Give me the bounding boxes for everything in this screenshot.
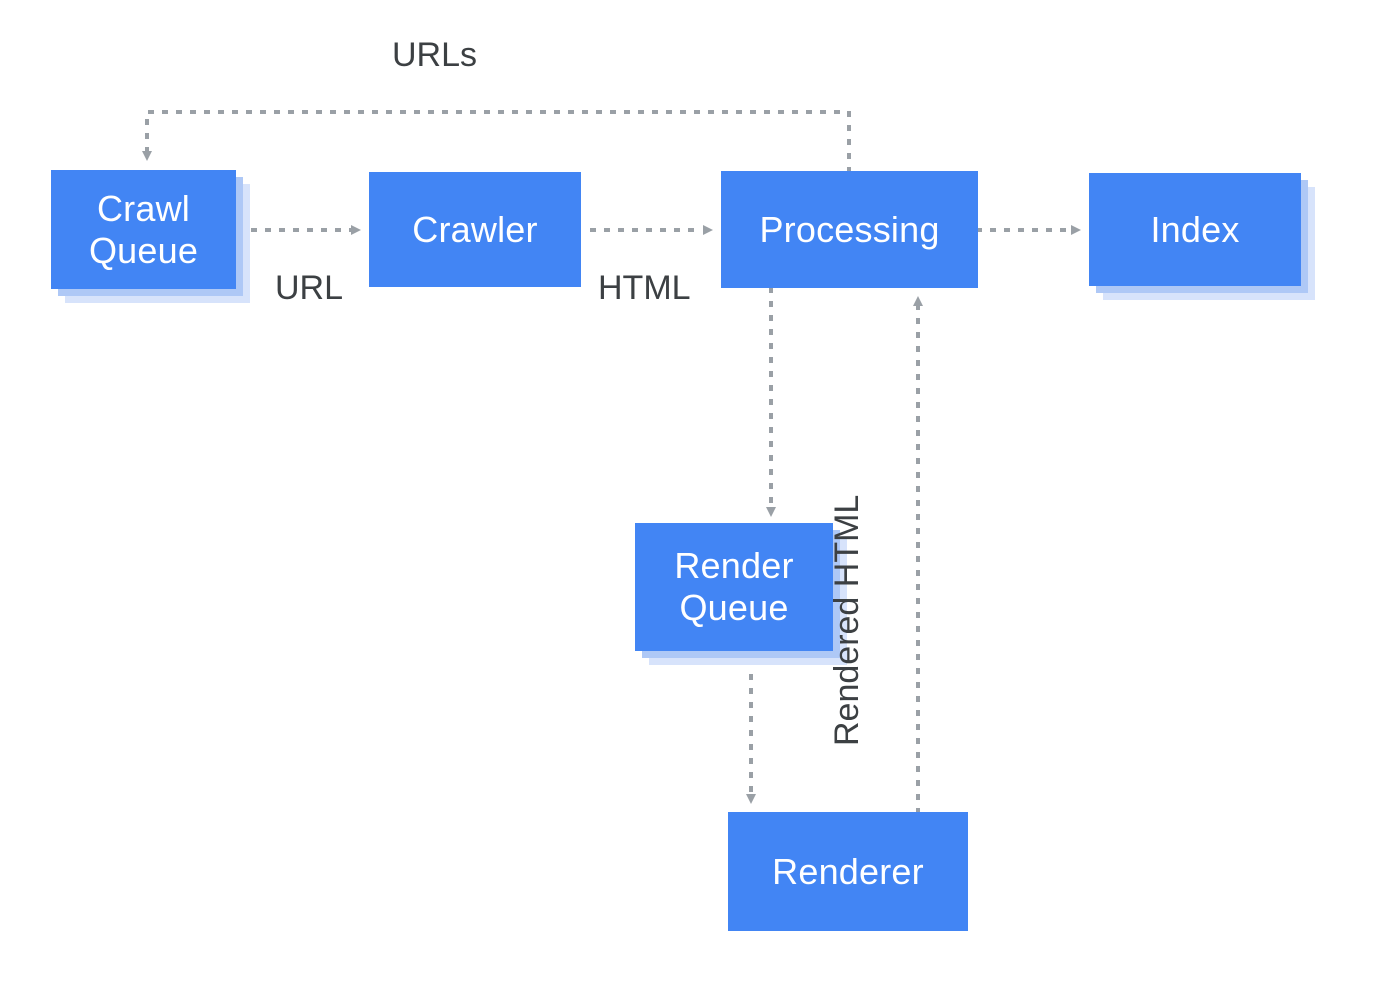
node-face: Render Queue	[635, 523, 833, 651]
node-renderer[interactable]: Renderer	[728, 812, 968, 931]
node-processing[interactable]: Processing	[721, 171, 978, 288]
connector-processing-to-crawl-queue	[142, 110, 851, 173]
edge-label-url: URL	[275, 269, 344, 307]
node-index[interactable]: Index	[1089, 173, 1315, 300]
node-label: Crawl Queue	[88, 187, 199, 271]
node-label: Index	[1150, 208, 1240, 250]
node-face: Crawl Queue	[51, 170, 236, 289]
node-label: Crawler	[412, 208, 538, 250]
edge-label-html: HTML	[598, 269, 691, 307]
node-face: Renderer	[728, 812, 968, 931]
node-label: Renderer	[772, 850, 924, 892]
node-crawler[interactable]: Crawler	[369, 172, 581, 287]
node-label: Processing	[759, 208, 940, 250]
node-label: Render Queue	[674, 545, 794, 628]
node-face: Processing	[721, 171, 978, 288]
node-render-queue[interactable]: Render Queue	[635, 523, 847, 665]
edge-label-urls: URLs	[392, 36, 478, 74]
node-face: Crawler	[369, 172, 581, 287]
edge-label-rendered-html: Rendered HTML	[828, 494, 866, 746]
node-face: Index	[1089, 173, 1301, 286]
node-crawl-queue[interactable]: Crawl Queue	[51, 170, 250, 303]
